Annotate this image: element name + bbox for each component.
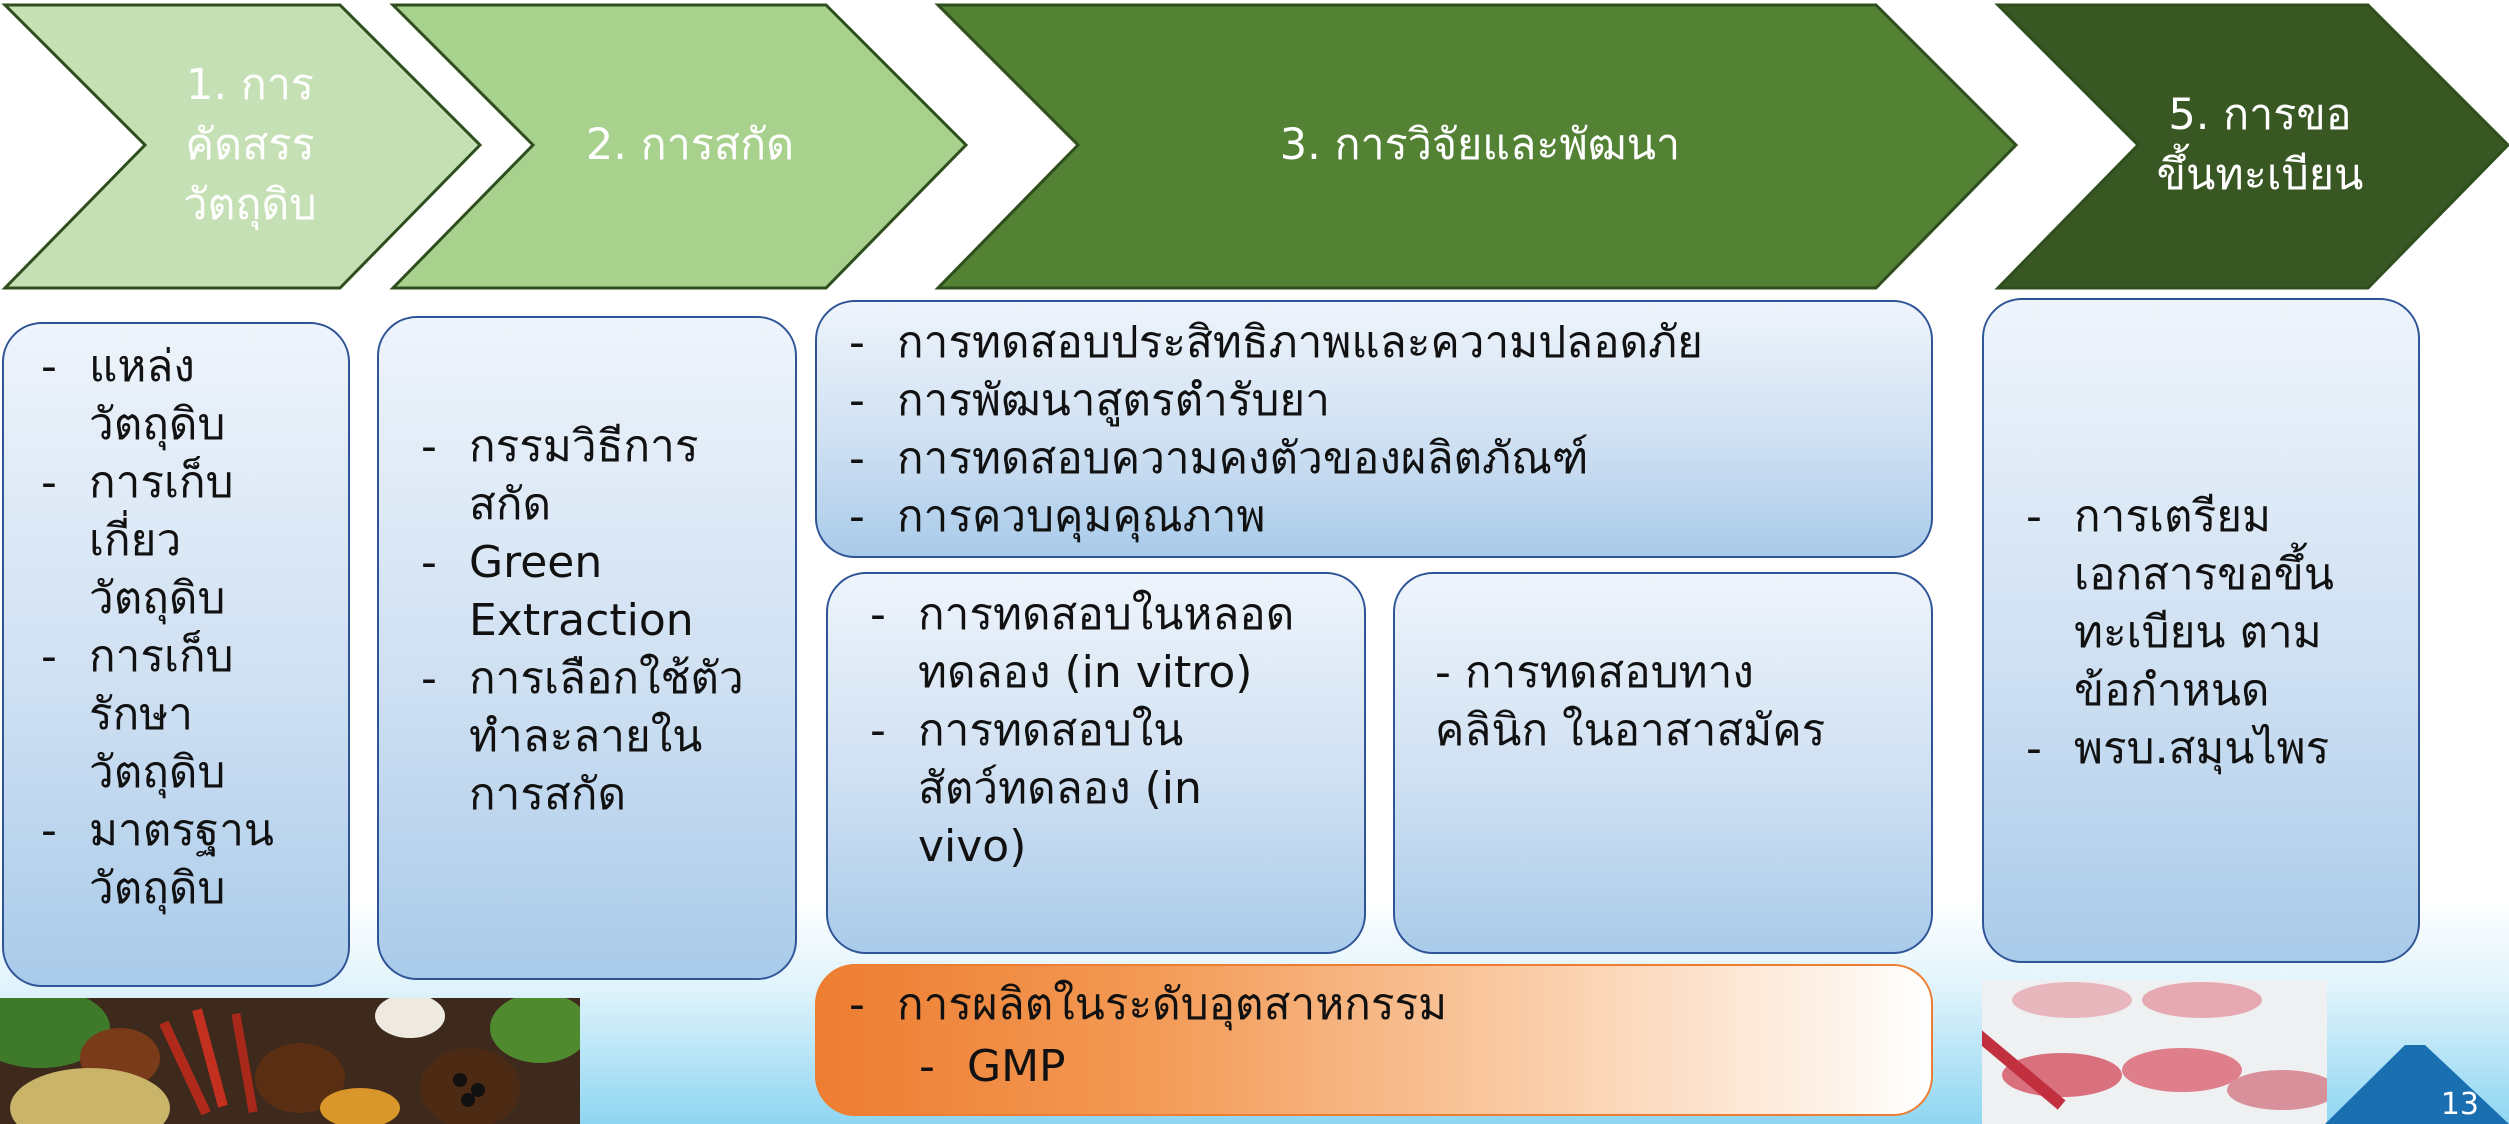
step1-label: 1. การ คัดสรร วัตถุดิบ xyxy=(140,40,360,250)
clinical-text: - การทดสอบทาง คลินิก ในอาสาสมัคร xyxy=(1435,647,1826,756)
list-item: การทดสอบในหลอด ทดลอง (in vitro) xyxy=(858,586,1354,702)
raw-material-list: แหล่ง วัตถุดิบ การเก็บ เกี่ยว วัตถุดิบ ก… xyxy=(29,338,338,918)
list-item: การผลิตในระดับอุตสาหกรรม xyxy=(837,974,1921,1036)
spices-photo xyxy=(0,998,580,1124)
list-item: การเลือกใช้ตัว ทำละลายใน การสกัด xyxy=(409,650,785,824)
list-item: การทดสอบใน สัตว์ทดลอง (in vivo) xyxy=(858,702,1354,876)
step5-label: 5. การขอ ขึ้นทะเบียน xyxy=(2120,40,2400,250)
step2-text: 2. การสกัด xyxy=(585,120,795,170)
industrial-box: การผลิตในระดับอุตสาหกรรม GMP xyxy=(815,964,1933,1116)
list-item: การทดสอบประสิทธิภาพและความปลอดภัย xyxy=(837,314,1921,372)
list-item: การเก็บ รักษา วัตถุดิบ xyxy=(29,628,338,802)
preclinical-list: การทดสอบในหลอด ทดลอง (in vitro) การทดสอบ… xyxy=(858,586,1354,876)
list-item: การทดสอบความคงตัวของผลิตภัณฑ์ xyxy=(837,430,1921,488)
list-item: กรรมวิธีการ สกัด xyxy=(409,418,785,534)
list-item: Green Extraction xyxy=(409,534,785,650)
process-arrows xyxy=(1,3,2509,290)
step3-text: 3. การวิจัยและพัฒนา xyxy=(1279,120,1681,170)
list-item: การพัฒนาสูตรตำรับยา xyxy=(837,372,1921,430)
step5-text: 5. การขอ ขึ้นทะเบียน xyxy=(2156,90,2364,200)
registration-list: การเตรียม เอกสารขอขึ้น ทะเบียน ตาม ข้อกำ… xyxy=(2014,488,2408,778)
step2-label: 2. การสกัด xyxy=(530,40,850,250)
registration-box: การเตรียม เอกสารขอขึ้น ทะเบียน ตาม ข้อกำ… xyxy=(1982,298,2420,963)
step5-arrow xyxy=(1994,3,2509,290)
step3-arrow xyxy=(934,3,2019,290)
extraction-box: กรรมวิธีการ สกัด Green Extraction การเลื… xyxy=(377,316,797,980)
list-item: พรบ.สมุนไพร xyxy=(2014,720,2408,778)
slide-number-badge xyxy=(2325,1045,2509,1124)
step2-arrow xyxy=(389,3,969,290)
raw-material-box: แหล่ง วัตถุดิบ การเก็บ เกี่ยว วัตถุดิบ ก… xyxy=(2,322,350,987)
industrial-list: การผลิตในระดับอุตสาหกรรม GMP xyxy=(837,974,1921,1098)
preclinical-box: การทดสอบในหลอด ทดลอง (in vitro) การทดสอบ… xyxy=(826,572,1366,954)
clinical-box: - การทดสอบทาง คลินิก ในอาสาสมัคร xyxy=(1393,572,1933,954)
list-item: แหล่ง วัตถุดิบ xyxy=(29,338,338,454)
list-item: การเก็บ เกี่ยว วัตถุดิบ xyxy=(29,454,338,628)
list-item: มาตรฐาน วัตถุดิบ xyxy=(29,802,338,918)
rnd-main-box: การทดสอบประสิทธิภาพและความปลอดภัย การพัฒ… xyxy=(815,300,1933,558)
step1-arrow xyxy=(1,3,483,290)
extraction-list: กรรมวิธีการ สกัด Green Extraction การเลื… xyxy=(409,418,785,824)
list-item: GMP xyxy=(907,1036,1921,1098)
list-item: การเตรียม เอกสารขอขึ้น ทะเบียน ตาม ข้อกำ… xyxy=(2014,488,2408,720)
list-item: การควบคุมคุณภาพ xyxy=(837,488,1921,546)
slide-number: 13 xyxy=(2440,1087,2479,1122)
lab-photo xyxy=(1982,980,2327,1124)
rnd-main-list: การทดสอบประสิทธิภาพและความปลอดภัย การพัฒ… xyxy=(837,314,1921,546)
step3-label: 3. การวิจัยและพัฒนา xyxy=(1080,40,1880,250)
step1-text: 1. การ คัดสรร วัตถุดิบ xyxy=(183,60,317,230)
